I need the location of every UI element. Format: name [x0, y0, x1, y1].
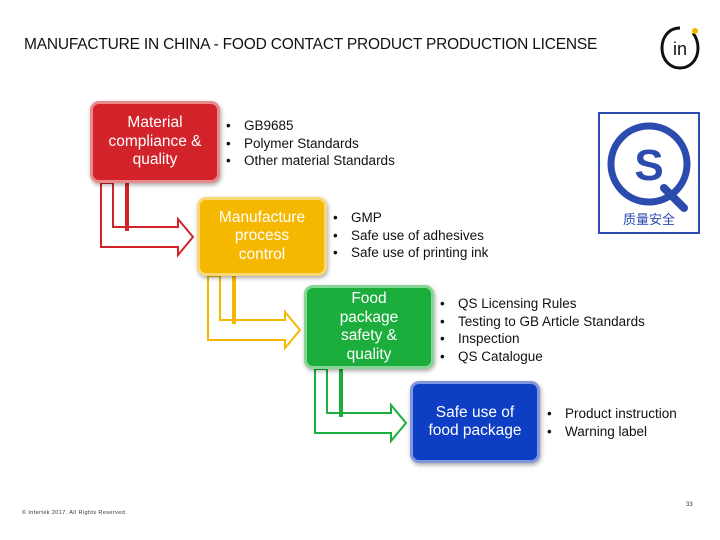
step-safe-use: Safe use of food package [410, 381, 540, 463]
bullet-item: Product instruction [547, 405, 677, 423]
step-food-package-safety: Food package safety & quality [304, 285, 434, 369]
intertek-logo: in [660, 26, 700, 70]
bullet-item: GB9685 [226, 117, 395, 135]
svg-text:质量安全: 质量安全 [623, 212, 675, 228]
bullet-item: Testing to GB Article Standards [440, 313, 645, 331]
qs-certification-mark: S 质量安全 [598, 112, 700, 234]
bullet-item: Other material Standards [226, 152, 395, 170]
bullet-item: Inspection [440, 330, 645, 348]
page-number: 33 [686, 502, 693, 508]
step-material-compliance: Material compliance & quality [90, 101, 220, 183]
arrow-1 [100, 182, 195, 258]
svg-text:S: S [634, 141, 663, 190]
step-2-bullets: GMP Safe use of adhesives Safe use of pr… [333, 209, 488, 262]
bullet-item: GMP [333, 209, 488, 227]
copyright-footer: © Intertek 2017. All Rights Reserved. [22, 510, 128, 516]
bullet-item: QS Catalogue [440, 348, 645, 366]
arrow-2 [207, 275, 302, 351]
svg-text:in: in [673, 39, 687, 59]
step-1-bullets: GB9685 Polymer Standards Other material … [226, 117, 395, 170]
step-3-bullets: QS Licensing Rules Testing to GB Article… [440, 295, 645, 365]
arrow-3 [314, 368, 408, 444]
bullet-item: Warning label [547, 423, 677, 441]
step-manufacture-process: Manufacture process control [197, 197, 327, 276]
step-4-bullets: Product instruction Warning label [547, 405, 677, 440]
bullet-item: QS Licensing Rules [440, 295, 645, 313]
slide-title: MANUFACTURE IN CHINA - FOOD CONTACT PROD… [24, 36, 598, 53]
bullet-item: Safe use of adhesives [333, 227, 488, 245]
bullet-item: Polymer Standards [226, 135, 395, 153]
bullet-item: Safe use of printing ink [333, 244, 488, 262]
